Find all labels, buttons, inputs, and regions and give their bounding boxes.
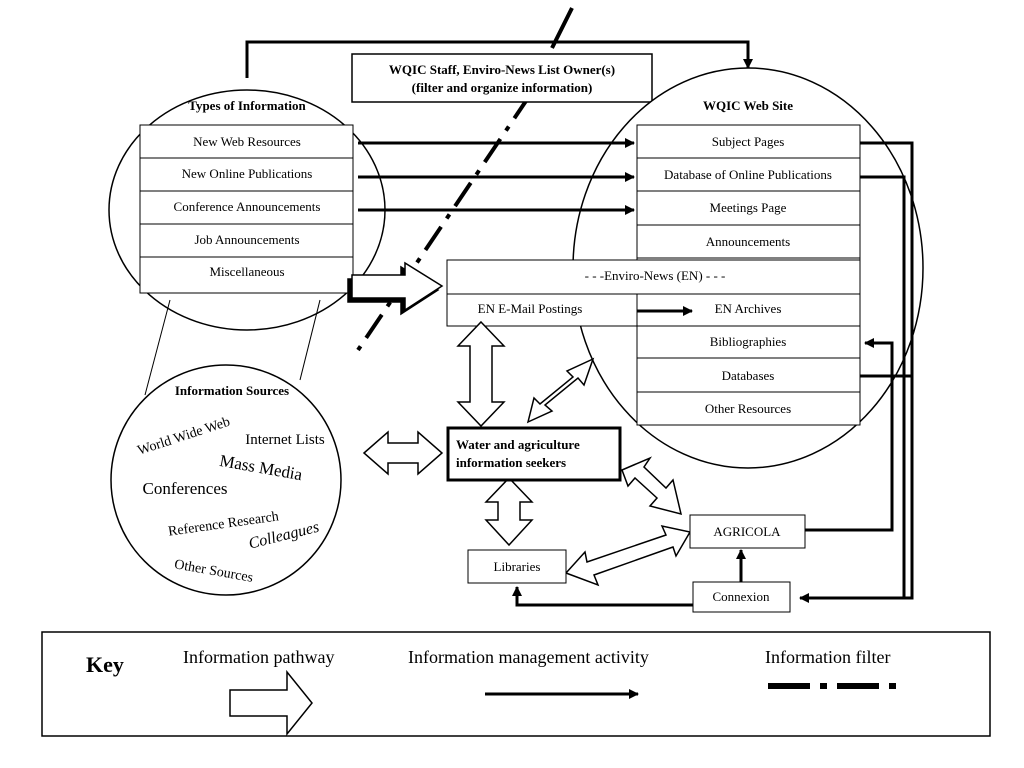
wqic-item: Subject Pages	[712, 134, 785, 149]
types-of-information-group: Types of Information New Web Resources N…	[108, 89, 386, 331]
wqic-item: Other Resources	[705, 401, 791, 416]
types-item: Job Announcements	[194, 232, 299, 247]
enviro-news-title: - - -Enviro-News (EN) - - -	[585, 268, 726, 283]
types-item: New Web Resources	[193, 134, 301, 149]
staff-box-line1: WQIC Staff, Enviro-News List Owner(s)	[389, 62, 615, 77]
information-sources-title: Information Sources	[175, 383, 289, 398]
en-archives: EN Archives	[715, 301, 782, 316]
connexion-box: Connexion	[692, 581, 791, 613]
key-filter-label: Information filter	[765, 647, 890, 667]
types-of-information-title: Types of Information	[188, 98, 306, 113]
key-activity-label: Information management activity	[408, 647, 649, 667]
wqic-item: Databases	[722, 368, 775, 383]
agricola-box: AGRICOLA	[689, 514, 806, 549]
types-to-website-top-connector	[245, 40, 753, 78]
key-title: Key	[86, 652, 124, 677]
source-item: Internet Lists	[245, 432, 325, 448]
wqic-item: Database of Online Publications	[664, 167, 832, 182]
key-pathway-arrow	[229, 669, 313, 737]
wqic-item: Announcements	[706, 234, 790, 249]
enviro-news-block: - - -Enviro-News (EN) - - - EN E-Mail Po…	[446, 259, 861, 327]
seekers-line1: Water and agriculture	[456, 437, 580, 452]
source-item: Conferences	[143, 479, 228, 498]
pathway-arrows	[347, 261, 692, 587]
staff-box-line2: (filter and organize information)	[412, 80, 593, 95]
information-sources-group: Information Sources World Wide Web Inter…	[110, 364, 342, 596]
libraries-label: Libraries	[494, 559, 541, 574]
seekers-line2: information seekers	[456, 455, 566, 470]
libraries-box: Libraries	[467, 549, 567, 584]
types-item: New Online Publications	[182, 166, 313, 181]
key-pathway-label: Information pathway	[183, 647, 334, 667]
seekers-box: Water and agriculture information seeker…	[446, 426, 622, 482]
en-email-postings: EN E-Mail Postings	[478, 301, 583, 316]
wqic-web-site-title: WQIC Web Site	[703, 98, 793, 113]
zoom-lines	[144, 299, 321, 396]
management-arrows	[358, 138, 914, 607]
key-box: Key Information pathway Information mana…	[41, 631, 991, 737]
staff-box: WQIC Staff, Enviro-News List Owner(s) (f…	[351, 53, 653, 103]
connexion-label: Connexion	[712, 589, 770, 604]
agricola-label: AGRICOLA	[713, 524, 781, 539]
types-item: Conference Announcements	[174, 199, 321, 214]
wqic-item: Meetings Page	[710, 200, 787, 215]
types-of-information-table: New Web Resources New Online Publication…	[139, 124, 354, 294]
types-item: Miscellaneous	[209, 264, 284, 279]
wqic-item: Bibliographies	[710, 334, 787, 349]
